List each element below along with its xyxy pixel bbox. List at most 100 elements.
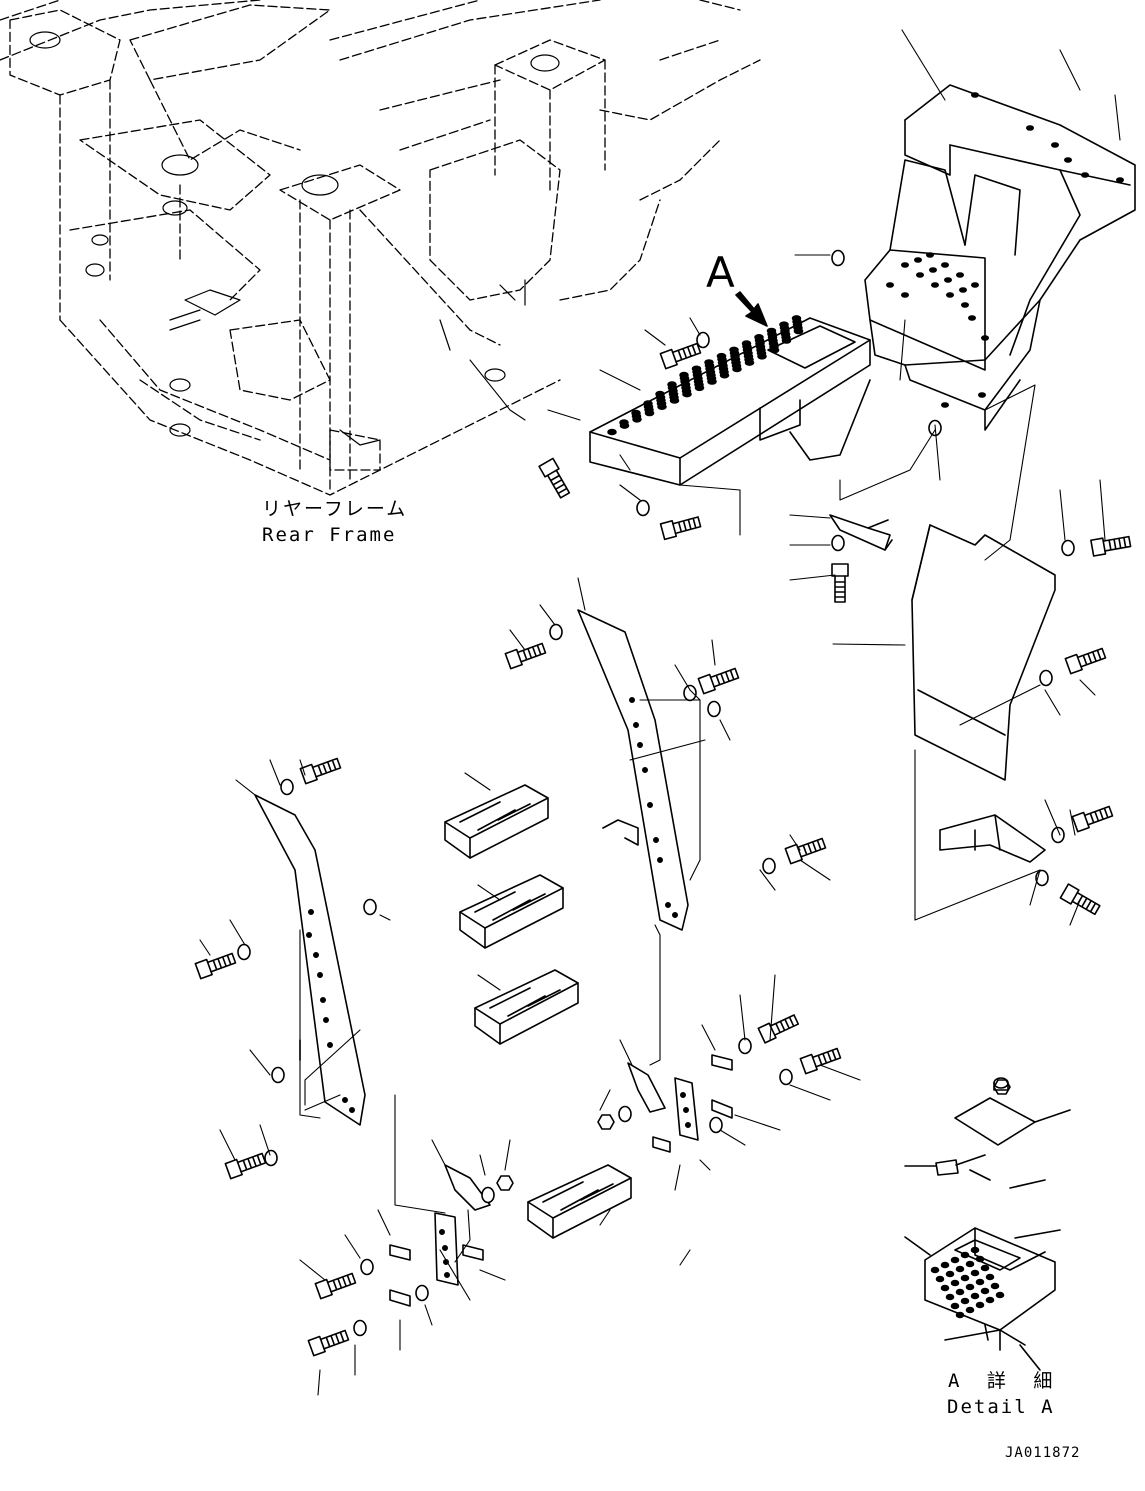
rear-frame-details: [29, 31, 560, 446]
detail-perforation: [975, 1301, 985, 1309]
drawing-code: JA011872: [1005, 1445, 1081, 1461]
box-hole: [958, 287, 967, 293]
bolt-head: [314, 1278, 333, 1300]
bolt-thread: [1076, 647, 1107, 668]
detail-perforation: [960, 1274, 970, 1282]
step-tread-2: [459, 874, 564, 949]
box-hole: [915, 272, 924, 278]
box-hole: [925, 252, 934, 258]
detail-perforation: [935, 1275, 945, 1283]
stringer-hole: [641, 766, 648, 773]
perforation-hole: [729, 346, 739, 353]
bolt-head: [757, 1022, 777, 1044]
detail-label-en: Detail A: [947, 1396, 1055, 1418]
box-hole: [930, 282, 939, 288]
right-stringer: [577, 609, 689, 931]
detail-perforation: [965, 1260, 975, 1268]
detail-perforation: [945, 1293, 955, 1301]
washer: [831, 534, 845, 552]
detail-perforation: [985, 1296, 995, 1304]
bolt-head: [307, 1335, 326, 1357]
washer: [683, 684, 697, 702]
box-hole: [1116, 177, 1125, 183]
box-hole: [1026, 125, 1035, 131]
box-hole: [900, 262, 909, 268]
arrow-down-right-icon: [735, 291, 768, 327]
step-tread-3: [474, 969, 579, 1045]
nut: [496, 1175, 514, 1191]
box-hole: [970, 282, 979, 288]
bolt: [194, 952, 237, 980]
washer: [353, 1319, 367, 1337]
detail-label-jp: A 詳 細: [948, 1370, 1061, 1392]
bolt-thread: [326, 1272, 357, 1293]
box-hole: [945, 292, 954, 298]
stringer-hole: [307, 908, 314, 915]
detail-perforation: [950, 1279, 960, 1287]
bolt-thread: [1071, 891, 1101, 916]
stringer-hole: [326, 1042, 333, 1049]
perforation-hole: [691, 365, 702, 372]
mount-bracket-lower: [939, 814, 1046, 863]
bolt-thread: [769, 1014, 800, 1036]
washer: [360, 1258, 374, 1276]
detail-perforation: [970, 1269, 980, 1277]
step-tread-4: [527, 1164, 632, 1239]
detail-perforation: [970, 1246, 980, 1254]
bolt-head: [831, 563, 849, 577]
rear-frame-label-en: Rear Frame: [262, 524, 397, 546]
stringer-hole: [652, 836, 659, 843]
box-hole: [885, 282, 894, 288]
bolt-thread: [319, 1329, 350, 1350]
washer: [636, 499, 650, 517]
bolt-thread: [516, 642, 547, 663]
box-hole: [1081, 172, 1090, 178]
box-hole: [955, 272, 964, 278]
stringer-hole: [682, 1107, 689, 1114]
stringer-holes: [305, 696, 691, 1279]
assembly-guide-lines: [299, 359, 1041, 1214]
washer: [1061, 539, 1075, 557]
stringer-hole: [632, 721, 639, 728]
detail-perforation: [960, 1297, 970, 1305]
perforation-hole: [704, 359, 714, 366]
bolt: [314, 1272, 357, 1300]
washer: [618, 1105, 632, 1123]
bolt-head: [1064, 653, 1083, 675]
washer: [237, 943, 251, 961]
box-hole: [928, 267, 937, 273]
mount-bracket-upper: [829, 514, 893, 551]
washer: [264, 1149, 278, 1167]
step-box-holes: [885, 92, 1125, 408]
box-hole: [943, 277, 952, 283]
washer: [271, 1066, 285, 1084]
box-hole: [940, 262, 949, 268]
detail-perforation: [995, 1291, 1005, 1299]
detail-perforation: [955, 1288, 965, 1296]
bolt: [538, 457, 571, 499]
leader-lines: [199, 29, 1121, 1396]
washer: [696, 331, 710, 349]
bolt: [224, 1152, 267, 1180]
stringer-hole: [443, 1272, 450, 1279]
detail-perforation: [960, 1251, 970, 1259]
perforation-hole: [779, 321, 789, 328]
perforation-hole: [631, 409, 641, 417]
bolt-head: [659, 520, 678, 541]
bolt: [1059, 883, 1101, 916]
step-box: [864, 84, 1136, 431]
bolt-thread: [671, 342, 702, 363]
washer: [1039, 669, 1053, 687]
box-hole: [900, 292, 909, 298]
perforation-hole: [766, 327, 777, 335]
bolt-head: [799, 1053, 818, 1075]
bolt: [504, 642, 547, 670]
perforation-hole: [679, 371, 689, 379]
stringer-hole: [348, 1107, 355, 1114]
stringer-hole: [316, 971, 323, 978]
box-hole: [1064, 157, 1073, 163]
bolt-head: [784, 843, 803, 865]
washer: [707, 700, 721, 718]
perforation-hole: [667, 381, 677, 388]
